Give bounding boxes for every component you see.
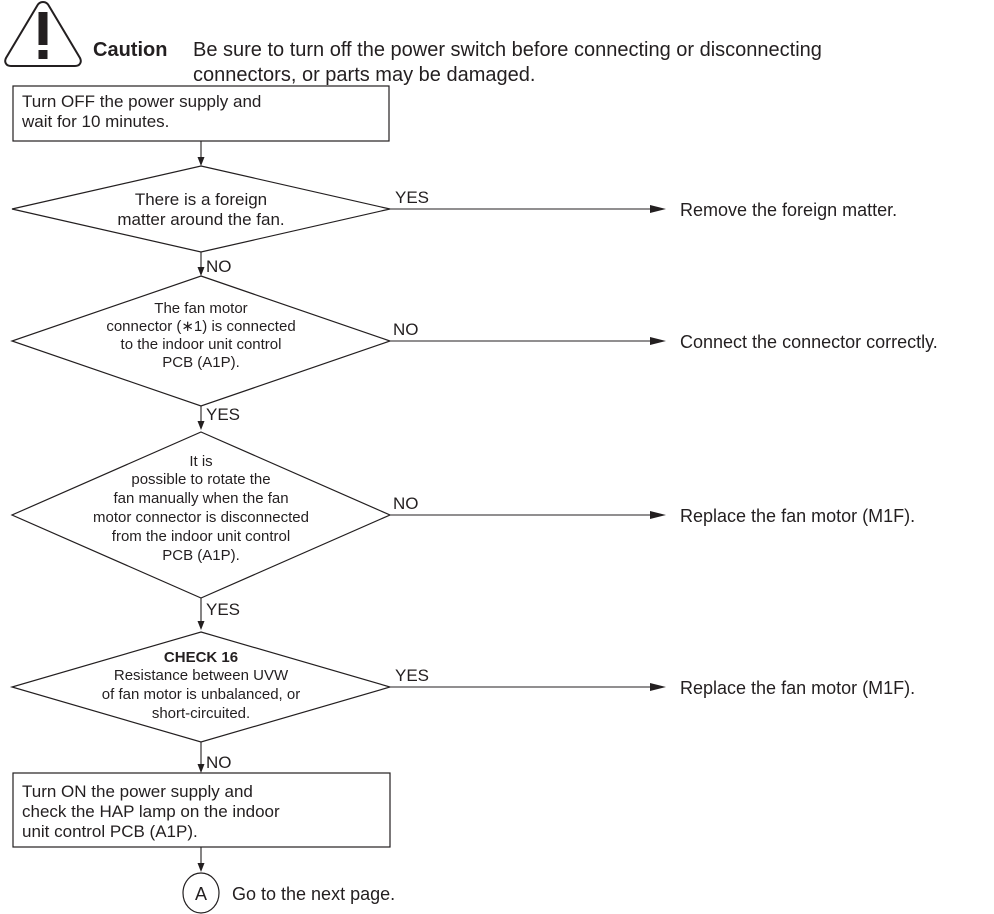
decision-check-16: CHECK 16 Resistance between UVW of fan m… bbox=[9, 631, 915, 773]
end-box-line3: unit control PCB (A1P). bbox=[22, 822, 198, 841]
decision-3-line5: from the indoor unit control bbox=[112, 528, 290, 545]
caution-label: Caution bbox=[93, 39, 167, 61]
decision-2-line2: connector (∗1) is connected bbox=[106, 318, 295, 335]
decision-3-line2: possible to rotate the bbox=[131, 471, 270, 488]
decision-3-line3: fan manually when the fan bbox=[113, 490, 288, 507]
end-box bbox=[12, 772, 391, 848]
end-box-line2: check the HAP lamp on the indoor bbox=[22, 802, 280, 821]
off-page-connector: A Go to the next page. bbox=[182, 872, 395, 914]
start-step: Turn OFF the power supply and wait for 1… bbox=[12, 85, 390, 142]
decision-4-line1: Resistance between UVW bbox=[114, 667, 289, 684]
start-box-line2: wait for 10 minutes. bbox=[21, 112, 169, 131]
decision-4-heading: CHECK 16 bbox=[164, 649, 238, 666]
decision-3-line6: PCB (A1P). bbox=[162, 547, 240, 564]
connector-text: Go to the next page. bbox=[232, 884, 395, 904]
decision-1-line2: matter around the fan. bbox=[117, 210, 284, 229]
decision-diamond-1 bbox=[11, 165, 391, 253]
decision-1-side-label: YES bbox=[395, 188, 429, 207]
decision-1-down-label: NO bbox=[206, 257, 232, 276]
caution-notice: Caution Be sure to turn off the power sw… bbox=[4, 0, 822, 86]
start-box bbox=[12, 85, 390, 142]
flow-arrow-start bbox=[197, 141, 205, 166]
decision-1-action: Remove the foreign matter. bbox=[680, 200, 897, 220]
decision-rotate-manually: It is possible to rotate the fan manuall… bbox=[10, 431, 915, 630]
warning-triangle-icon bbox=[4, 0, 82, 67]
decision-2-line4: PCB (A1P). bbox=[162, 354, 240, 371]
caution-text-line1: Be sure to turn off the power switch bef… bbox=[193, 39, 822, 61]
decision-4-line2: of fan motor is unbalanced, or bbox=[102, 686, 300, 703]
decision-4-line3: short-circuited. bbox=[152, 705, 250, 722]
decision-3-action: Replace the fan motor (M1F). bbox=[680, 506, 915, 526]
decision-4-side-label: YES bbox=[395, 666, 429, 685]
decision-4-down-label: NO bbox=[206, 753, 232, 772]
decision-3-down-label: YES bbox=[206, 600, 240, 619]
decision-2-action: Connect the connector correctly. bbox=[680, 332, 938, 352]
decision-1-line1: There is a foreign bbox=[135, 190, 267, 209]
decision-3-line1: It is bbox=[189, 453, 212, 470]
caution-text-line2: connectors, or parts may be damaged. bbox=[193, 64, 535, 86]
connector-letter: A bbox=[195, 884, 207, 904]
decision-4-action: Replace the fan motor (M1F). bbox=[680, 678, 915, 698]
end-box-line1: Turn ON the power supply and bbox=[22, 782, 253, 801]
flow-arrow-end bbox=[197, 847, 205, 872]
decision-2-side-label: NO bbox=[393, 320, 419, 339]
decision-2-down-label: YES bbox=[206, 405, 240, 424]
decision-2-line3: to the indoor unit control bbox=[121, 336, 282, 353]
start-box-line1: Turn OFF the power supply and bbox=[22, 92, 261, 111]
decision-3-side-label: NO bbox=[393, 494, 419, 513]
connector-circle bbox=[182, 872, 220, 914]
decision-connector-connected: The fan motor connector (∗1) is connecte… bbox=[10, 275, 938, 430]
end-step: Turn ON the power supply and check the H… bbox=[12, 772, 391, 848]
decision-3-line4: motor connector is disconnected bbox=[93, 509, 309, 526]
decision-2-line1: The fan motor bbox=[154, 300, 247, 317]
decision-foreign-matter: There is a foreign matter around the fan… bbox=[11, 165, 897, 276]
